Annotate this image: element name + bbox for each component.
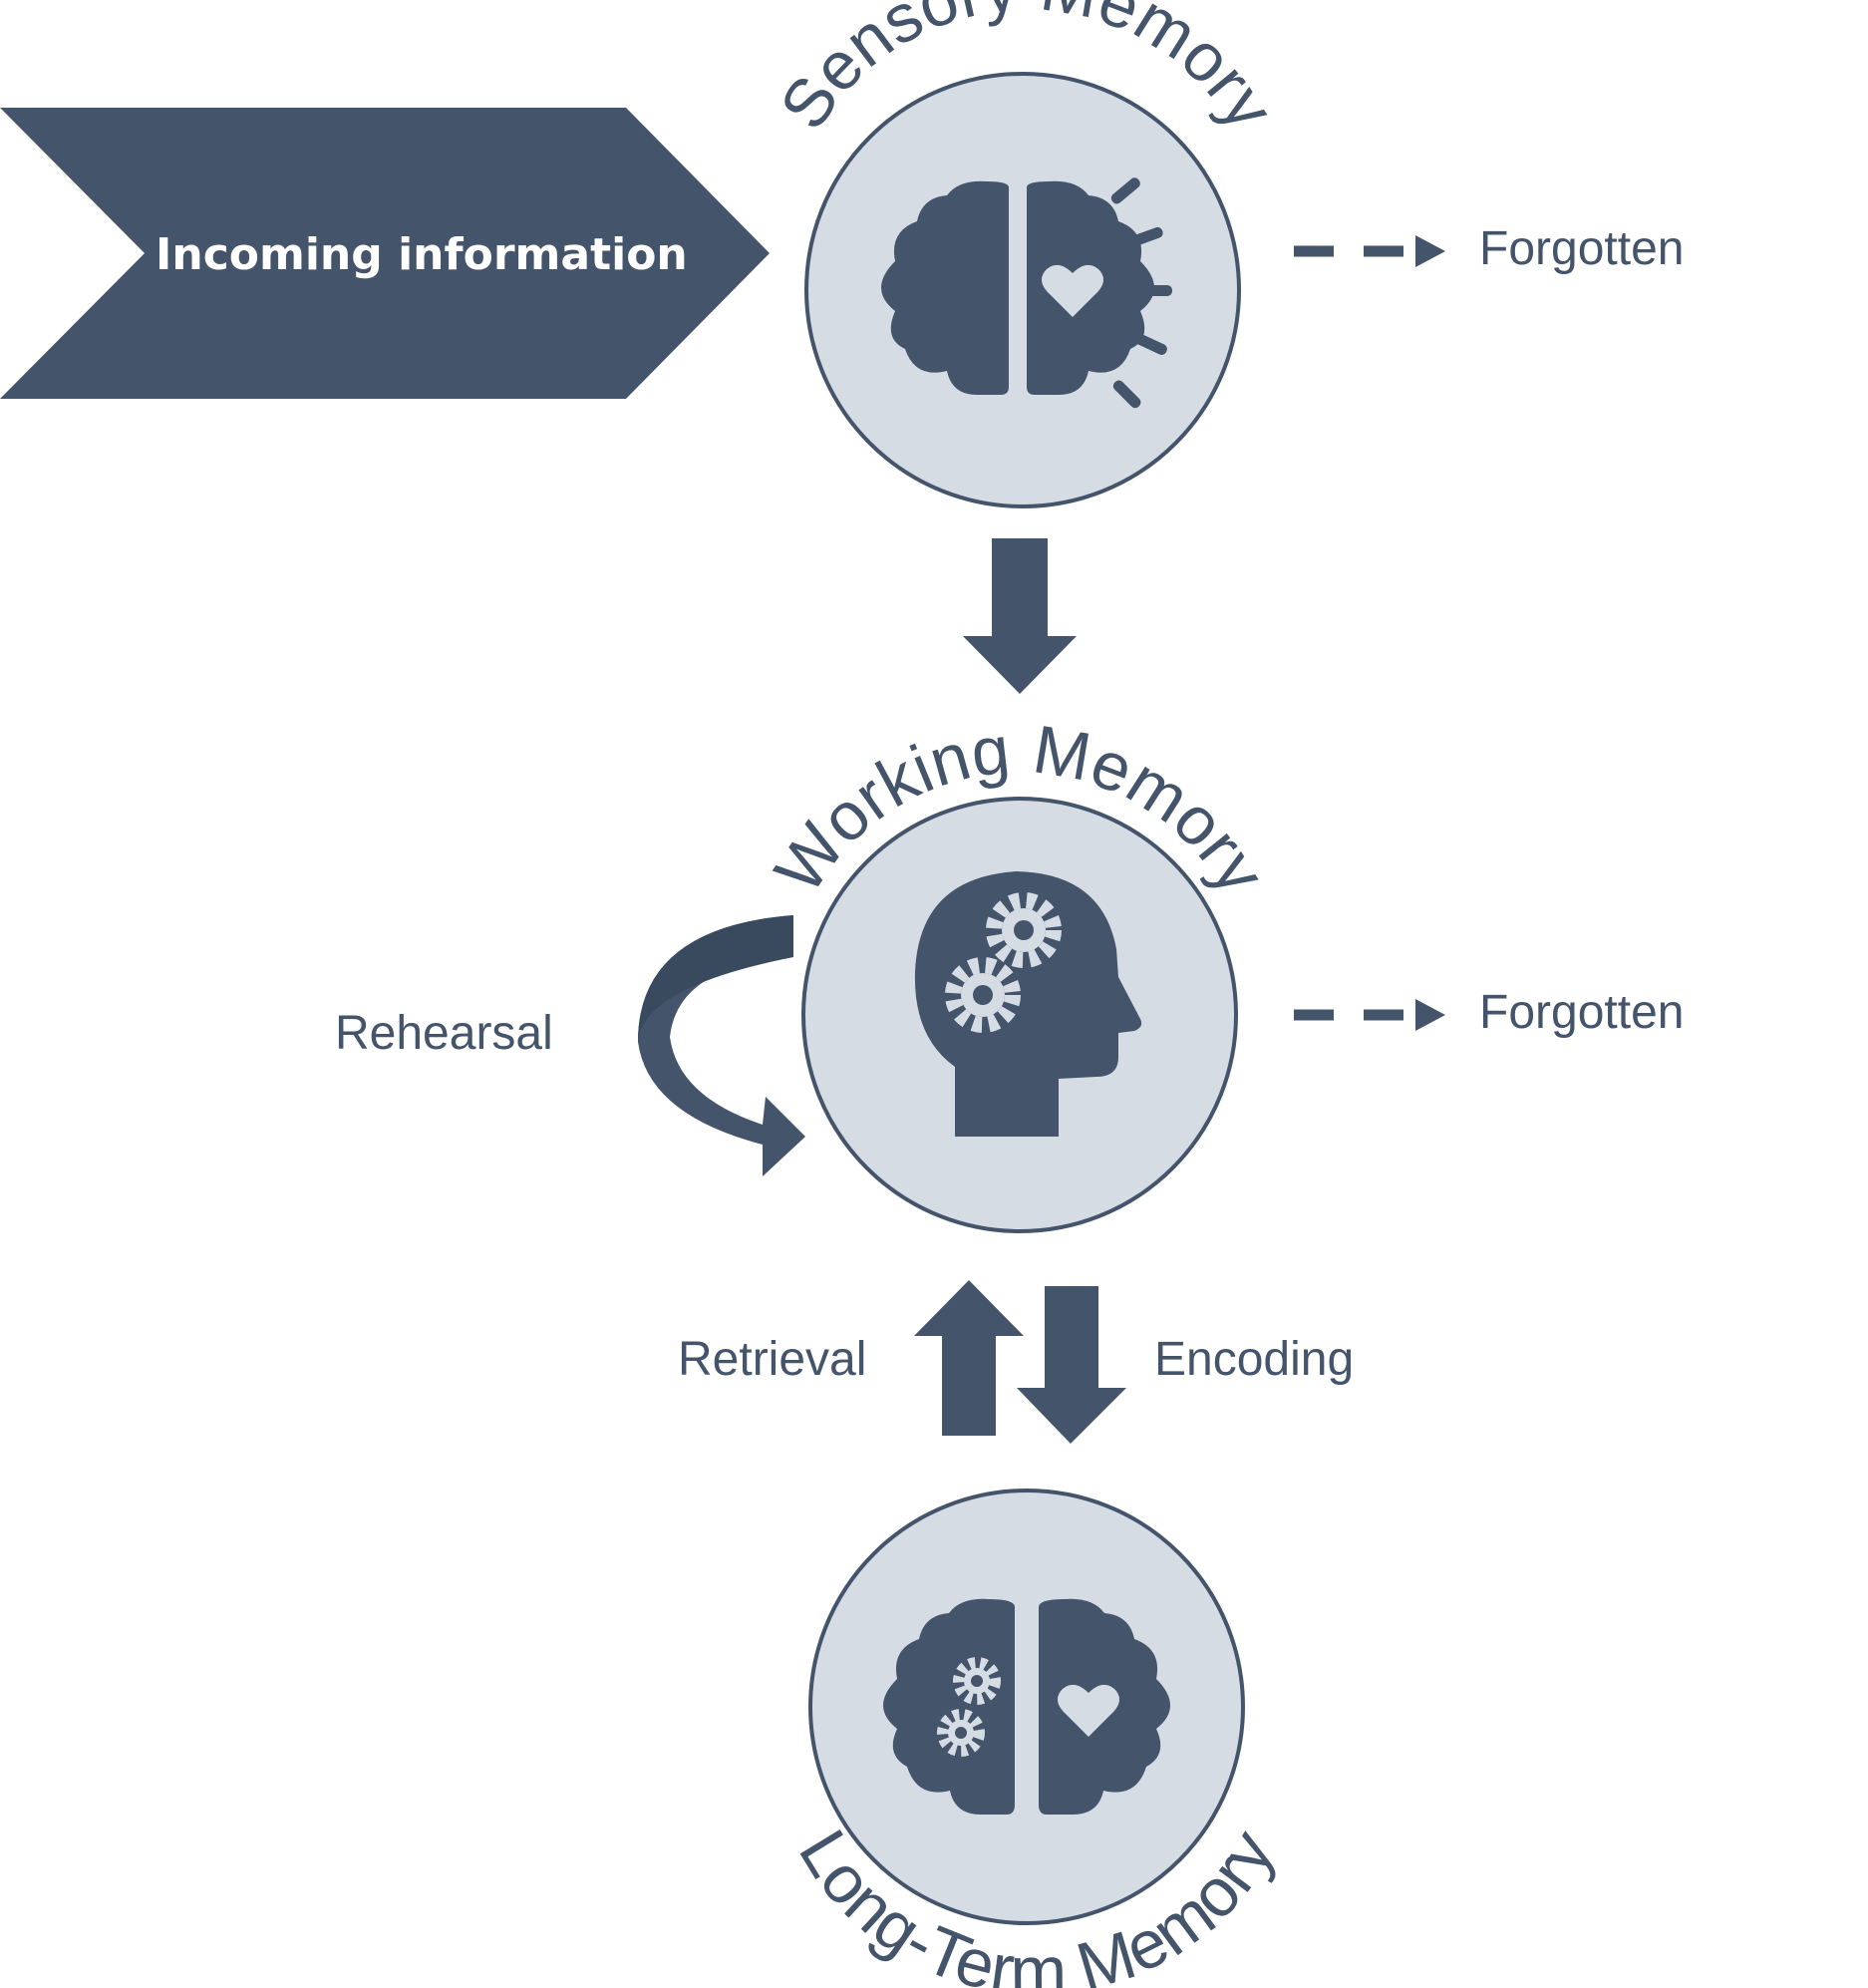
forgotten-mid-flow: Forgotten — [1294, 986, 1684, 1039]
forgotten-top-flow: Forgotten — [1294, 222, 1684, 275]
sensory-memory-node: Sensory Memory — [766, 0, 1289, 508]
brain-heart-icon — [881, 177, 1172, 409]
retrieval-label: Retrieval — [678, 1333, 866, 1386]
sensory-to-working-arrow — [963, 538, 1077, 694]
forgotten-mid-label: Forgotten — [1479, 986, 1684, 1039]
working-memory-node: Working Memory — [761, 711, 1280, 1233]
brain-gears-heart-icon — [883, 1598, 1170, 1815]
encoding-label: Encoding — [1154, 1333, 1354, 1386]
long-term-memory-node: Long-Term Memory — [784, 1489, 1289, 1988]
incoming-information-label: Incoming information — [156, 229, 688, 280]
retrieval-arrow — [914, 1280, 1024, 1436]
encoding-arrow — [1017, 1286, 1126, 1444]
incoming-information-banner: Incoming information — [0, 108, 770, 399]
rehearsal-label: Rehearsal — [335, 1007, 553, 1060]
head-gears-icon — [914, 871, 1142, 1137]
forgotten-top-label: Forgotten — [1479, 222, 1684, 275]
rehearsal-loop-arrow — [638, 915, 805, 1176]
